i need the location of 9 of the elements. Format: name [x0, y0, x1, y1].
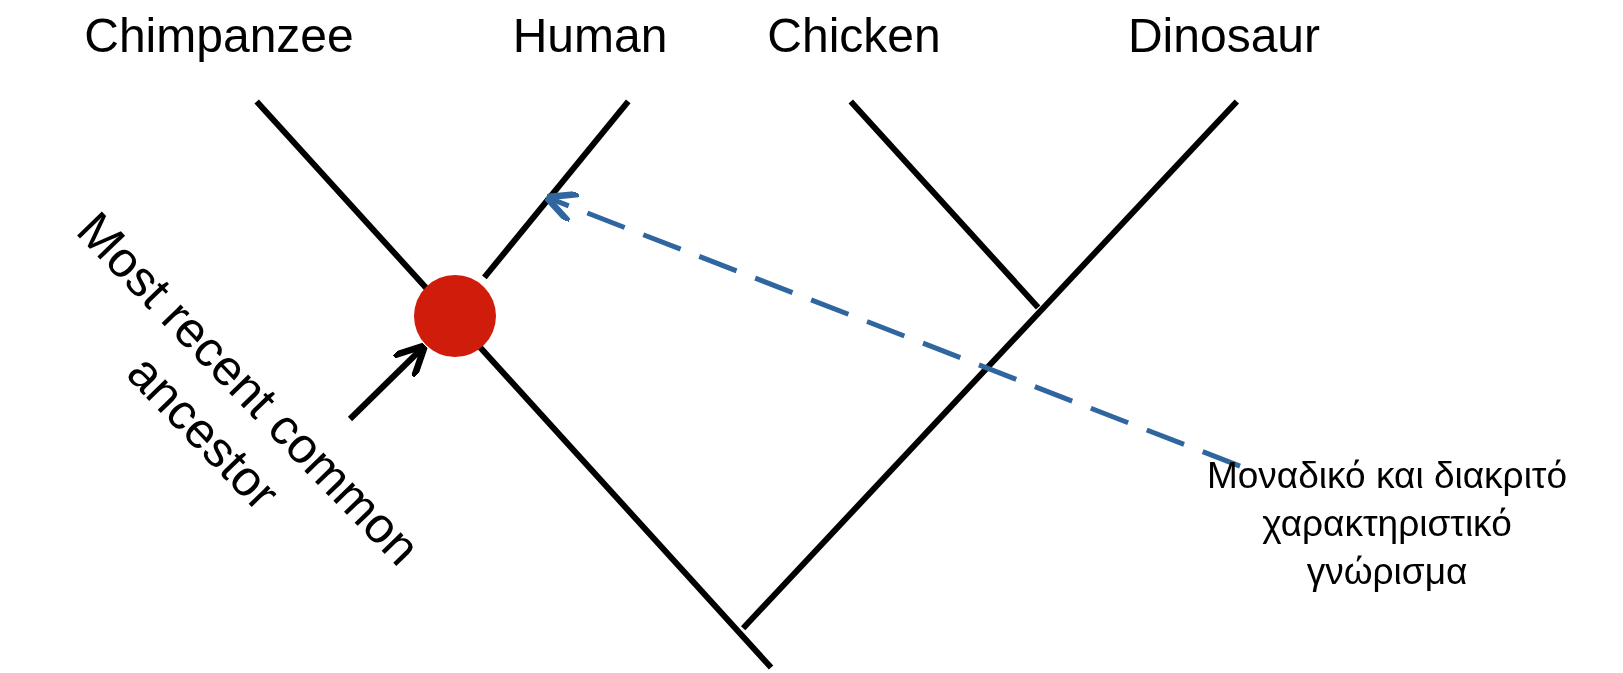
- taxon-label: Human: [512, 8, 668, 63]
- taxon-label: Dinosaur: [1127, 8, 1321, 63]
- dashed-arrow: [543, 190, 1241, 469]
- tree-branch: [482, 99, 631, 280]
- annotation-text: Μοναδικό και διακριτό χαρακτηριστικό γνώρισμα: [1177, 452, 1597, 597]
- taxon-label: Chimpanzee: [84, 8, 354, 63]
- taxon-label: Chicken: [767, 8, 941, 63]
- arrow: [347, 342, 429, 422]
- ancestor-node-circle: [414, 275, 496, 357]
